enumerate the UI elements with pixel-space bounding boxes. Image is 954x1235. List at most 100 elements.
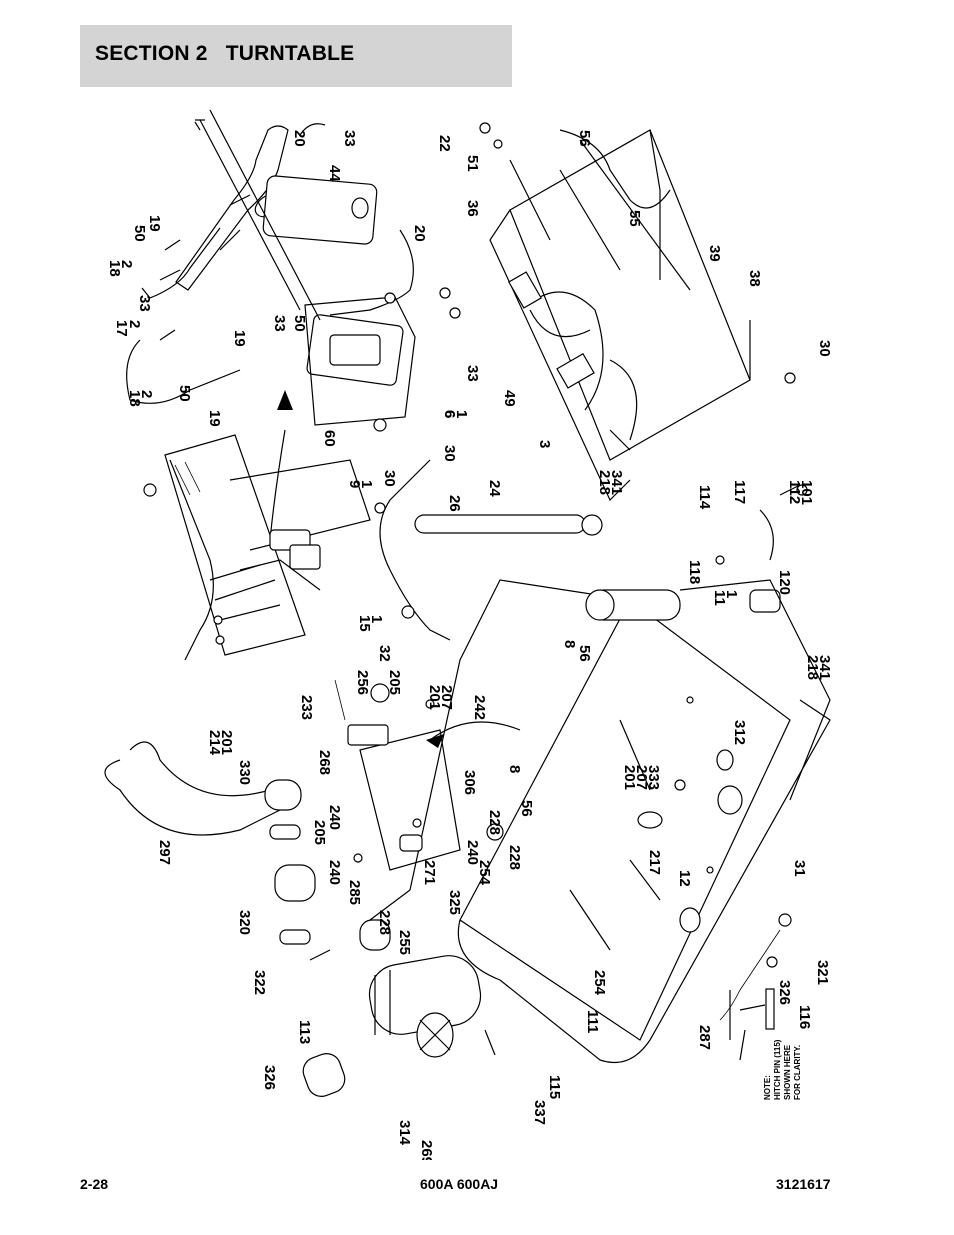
- callout-number: 6: [441, 410, 458, 418]
- callout-number: 26: [446, 495, 463, 512]
- callout-number: 337: [531, 1100, 548, 1125]
- callout-number: 207: [438, 685, 455, 710]
- engine-frame-view: [143, 434, 371, 661]
- callout-number: 214: [206, 730, 223, 756]
- callout-number: 50: [131, 225, 148, 242]
- callout-number: 242: [471, 695, 488, 720]
- callout-number: 325: [446, 890, 463, 915]
- section-header-band: [80, 25, 512, 87]
- turntable-frame: [409, 579, 831, 1064]
- note-line-4: FOR CLARITY.: [793, 1045, 802, 1100]
- callout-number: 326: [261, 1065, 278, 1090]
- callout-number: 24: [486, 480, 503, 497]
- callout-number: 228: [376, 910, 393, 935]
- callout-number: 322: [251, 970, 268, 995]
- callout-number: 11: [711, 590, 728, 606]
- callout-number: 314: [396, 1120, 413, 1146]
- air-cleaner: [104, 741, 496, 1097]
- callout-number: 1: [358, 480, 375, 488]
- callout-number: 6: [441, 410, 458, 418]
- callout-number: 2: [118, 260, 135, 268]
- callout-number: 31: [791, 860, 808, 877]
- callout-number: 255: [396, 930, 413, 955]
- doc-number: 3121617: [776, 1176, 831, 1192]
- callout-number: 271: [421, 860, 438, 885]
- callout-number: 20: [291, 130, 308, 147]
- callout-number: 218: [804, 655, 821, 680]
- callout-number: 116: [796, 1005, 813, 1029]
- callout-number: 341: [816, 655, 833, 680]
- callout-number: 341: [608, 470, 625, 495]
- callout-number: 118: [686, 560, 703, 584]
- callout-number: 218: [596, 470, 613, 495]
- callout-number: 30: [441, 445, 458, 462]
- callout-number: 1: [453, 410, 470, 418]
- callout-number: 312: [731, 720, 748, 745]
- callout-number: 240: [326, 860, 343, 885]
- callout-number: 33: [341, 130, 358, 147]
- callout-number: 19: [146, 215, 163, 232]
- callout-number: 12: [676, 870, 693, 887]
- callout-number: 56: [518, 800, 535, 817]
- callout-number: 15: [356, 615, 373, 632]
- callout-number: 1: [723, 590, 740, 598]
- callout-number: 30: [816, 340, 833, 357]
- callout-number: 18: [106, 260, 123, 277]
- mounting-plate: [334, 679, 521, 871]
- callout-number: 101: [798, 480, 815, 505]
- callout-number: 205: [386, 670, 403, 695]
- callout-number: 320: [236, 910, 253, 935]
- callout-number: 326: [776, 980, 793, 1005]
- callout-number: 115: [546, 1075, 563, 1099]
- callout-number: 111: [584, 1010, 601, 1033]
- callout-number: 333: [645, 765, 662, 790]
- callout-number: 228: [506, 845, 523, 870]
- callout-number: 306: [461, 770, 478, 795]
- callout-number: 201: [426, 685, 443, 710]
- callout-number: 268: [316, 750, 333, 775]
- callout-number: 50: [176, 385, 193, 402]
- callout-number: 114: [696, 485, 713, 510]
- callout-number: 207: [633, 765, 650, 790]
- callout-number: 321: [814, 960, 831, 985]
- callout-number: 287: [696, 1025, 713, 1050]
- callout-number: 297: [156, 840, 173, 865]
- callout-number: 113: [296, 1020, 313, 1044]
- callout-number: 19: [206, 410, 223, 427]
- callout-number: 201: [621, 765, 638, 790]
- callout-number: 56: [576, 645, 593, 662]
- hoses-and-cable: [374, 459, 808, 641]
- callout-number: 256: [354, 670, 371, 695]
- page-number: 2-28: [80, 1176, 109, 1192]
- callout-number: 240: [326, 805, 343, 830]
- callout-number: 112: [786, 480, 803, 504]
- callout-number: 120: [776, 570, 793, 595]
- hitch-pin: [719, 913, 792, 1061]
- note-line-1: NOTE:: [763, 1075, 772, 1100]
- callout-number: 228: [486, 810, 503, 835]
- callout-number: 51: [464, 155, 481, 172]
- callout-number: 233: [298, 695, 315, 720]
- fuel-filter-assembly: [126, 109, 461, 432]
- callout-number: 22: [436, 135, 453, 152]
- callout-number: 55: [626, 210, 643, 227]
- callout-number: 44: [326, 165, 343, 182]
- callout-number: 2: [126, 320, 143, 328]
- callout-number: 269: [418, 1140, 435, 1160]
- callout-number: 217: [646, 850, 663, 875]
- callout-number: 3: [536, 440, 553, 448]
- callout-number: 32: [376, 645, 393, 662]
- callout-number: 18: [126, 390, 143, 407]
- callout-number: 254: [591, 970, 608, 996]
- model-label: 600A 600AJ: [420, 1176, 499, 1192]
- callout-number: 240: [464, 840, 481, 865]
- callout-number: 33: [136, 295, 153, 312]
- callout-number: 1: [453, 410, 470, 418]
- callout-number: 56: [576, 130, 593, 147]
- callout-number: 30: [381, 470, 398, 487]
- battery-box: [479, 122, 796, 502]
- callout-number: 60: [321, 430, 338, 447]
- note-line-2: HITCH PIN (115): [773, 1039, 782, 1100]
- callout-number: 20: [411, 225, 428, 242]
- callout-number: 8: [506, 765, 523, 773]
